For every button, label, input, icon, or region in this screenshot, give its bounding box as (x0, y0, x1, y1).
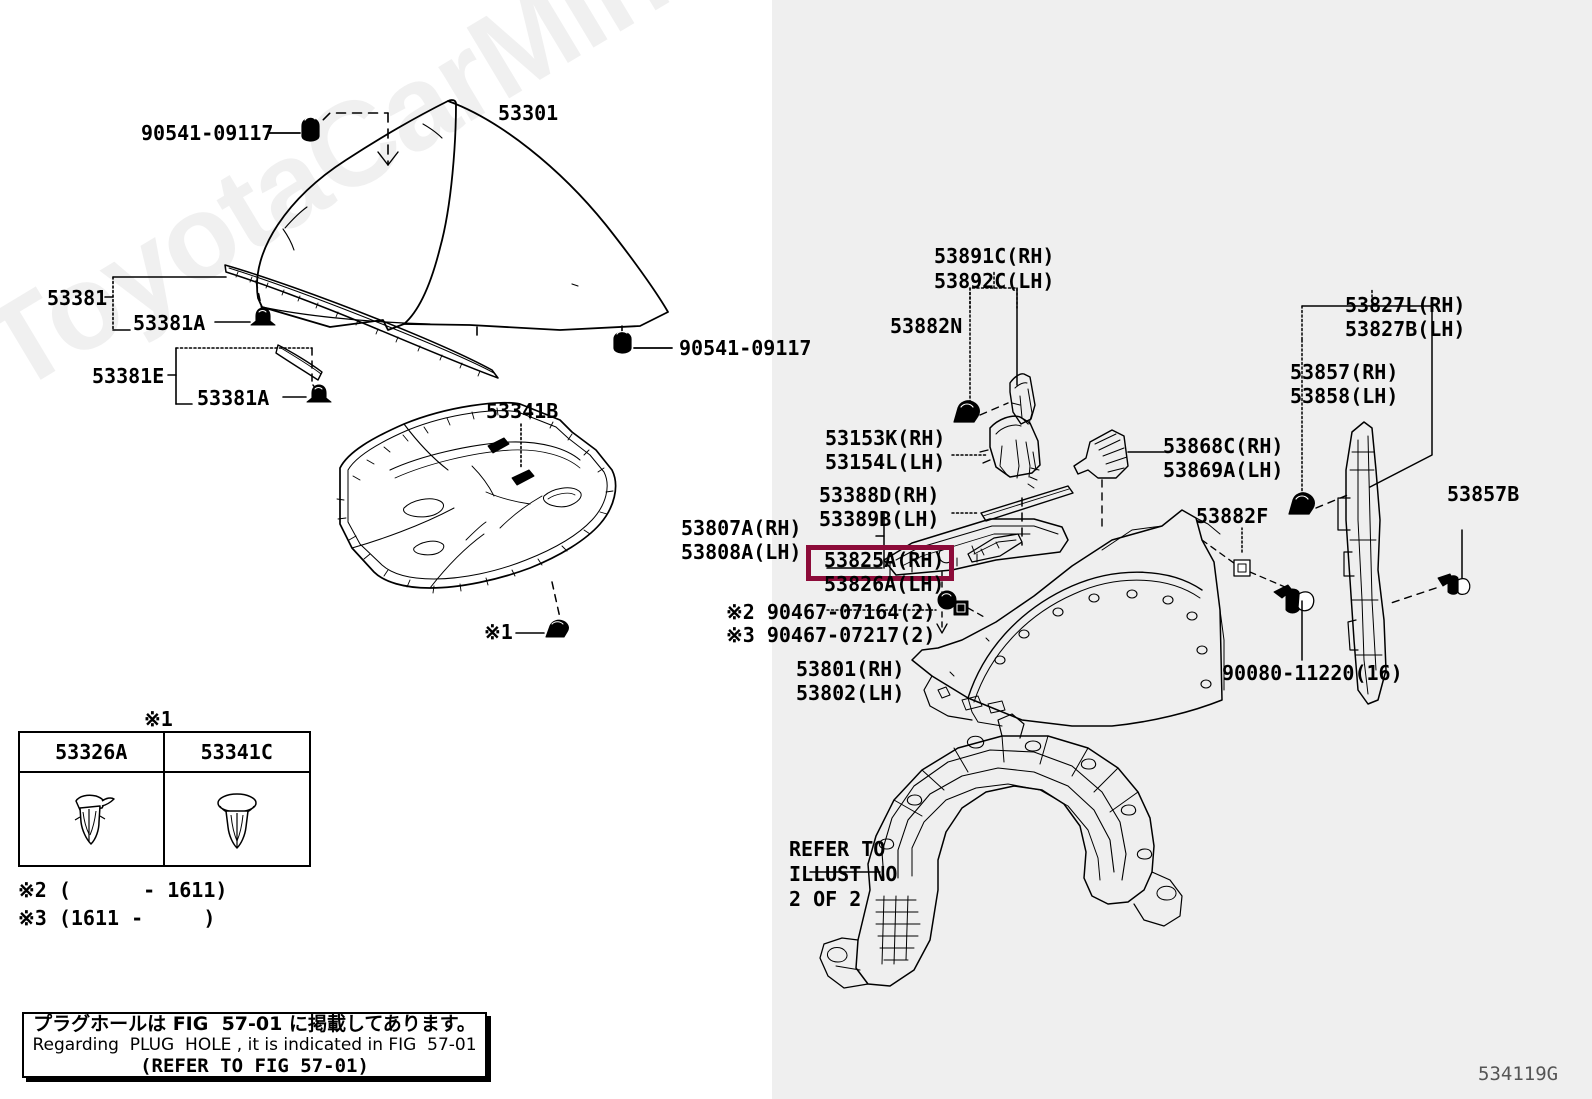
refer-to-line-3: 2 OF 2 (789, 887, 862, 911)
label-53825a-highlighted: 53825A(RH) (824, 548, 945, 572)
label-53341b: 53341B (486, 399, 559, 423)
label-53808a: 53808A(LH) (681, 540, 802, 564)
label-53857b: 53857B (1447, 482, 1520, 506)
label-53882f: 53882F (1196, 504, 1269, 528)
label-53153k: 53153K(RH) (825, 426, 946, 450)
refer-to-line-1: REFER TO (789, 837, 886, 861)
note-line-english: Regarding PLUG HOLE , it is indicated in… (32, 1034, 477, 1055)
highlighted-part-box-53825a (806, 545, 954, 581)
label-90467-07164: ※2 90467-07164(2) (726, 600, 936, 624)
label-53807a: 53807A(RH) (681, 516, 802, 540)
label-53826a: 53826A(LH) (824, 572, 945, 596)
label-53381a-lower: 53381A (197, 386, 270, 410)
label-53389b: 53389B(LH) (819, 507, 940, 531)
clip-icon-53326a (74, 794, 115, 845)
clip-table-header-53326a: 53326A (55, 740, 128, 764)
label-53891c: 53891C(RH) (934, 244, 1055, 268)
label-53858: 53858(LH) (1290, 384, 1399, 408)
label-53882n: 53882N (890, 314, 963, 338)
label-53381a-upper: 53381A (133, 311, 206, 335)
label-star1-callout: ※1 (484, 620, 513, 644)
label-53868c: 53868C(RH) (1163, 434, 1284, 458)
label-53857: 53857(RH) (1290, 360, 1399, 384)
clip-icon-53341c (217, 793, 257, 849)
refer-to-line-2: ILLUST NO (789, 862, 898, 886)
footnote-3: ※3 (1611 - ) (18, 906, 216, 930)
note-line-japanese: プラグホールは FIG 57-01 に掲載してあります。 (33, 1012, 476, 1035)
label-90541-09117-top: 90541-09117 (141, 121, 274, 145)
plug-hole-note-box: プラグホールは FIG 57-01 に掲載してあります。 Regarding P… (22, 1012, 487, 1078)
label-53388d: 53388D(RH) (819, 483, 940, 507)
label-53827b: 53827B(LH) (1345, 317, 1466, 341)
footnote-2: ※2 ( - 1611) (18, 878, 228, 902)
label-90467-07217: ※3 90467-07217(2) (726, 623, 936, 647)
label-53301: 53301 (498, 101, 559, 125)
label-53381: 53381 (47, 286, 108, 310)
clip-table-image-cell-1 (20, 773, 165, 867)
figure-code: 534119G (1478, 1063, 1559, 1085)
label-53154l: 53154L(LH) (825, 450, 946, 474)
clip-table-image-cell-2 (165, 773, 310, 867)
label-53802: 53802(LH) (796, 681, 905, 705)
label-53801: 53801(RH) (796, 657, 905, 681)
left-illustration (104, 99, 673, 638)
clip-table-image-row (20, 773, 309, 867)
note-line-reference: (REFER TO FIG 57-01) (140, 1054, 369, 1077)
clip-table-header-row: 53326A 53341C (20, 733, 309, 773)
left-diagram-panel (0, 0, 772, 1099)
clip-table-header-53341c: 53341C (200, 740, 273, 764)
clip-table-header-cell-1: 53326A (20, 733, 165, 771)
label-53892c: 53892C(LH) (934, 269, 1055, 293)
label-90080-11220: 90080-11220(16) (1222, 661, 1403, 685)
clip-table-caption: ※1 (144, 707, 173, 731)
right-illustration (809, 271, 1471, 989)
label-90541-09117-bottom: 90541-09117 (679, 336, 812, 360)
label-53381e: 53381E (92, 364, 165, 388)
label-53827l: 53827L(RH) (1345, 293, 1466, 317)
clip-reference-table: 53326A 53341C (18, 731, 311, 867)
clip-table-header-cell-2: 53341C (165, 733, 310, 771)
label-53869a: 53869A(LH) (1163, 458, 1284, 482)
